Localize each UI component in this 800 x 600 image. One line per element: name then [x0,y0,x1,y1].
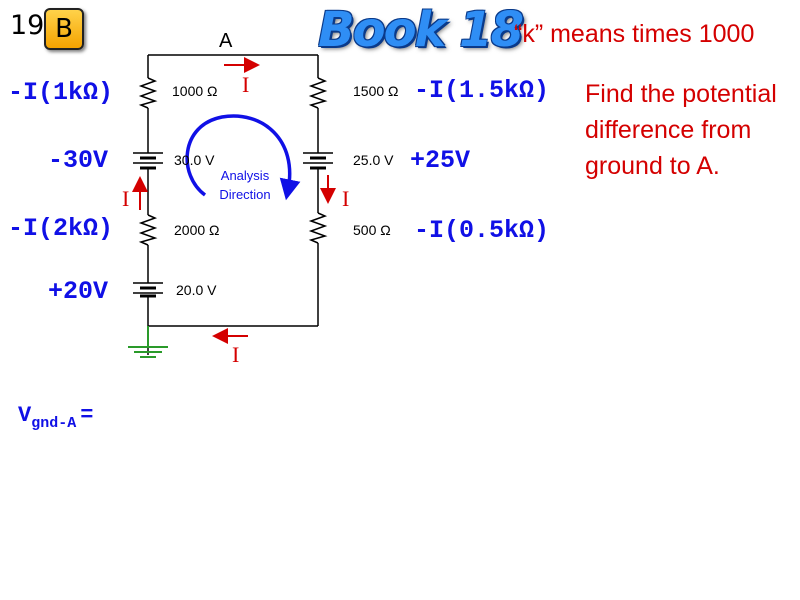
question-text: Find the potential difference from groun… [585,80,777,180]
v-subscript: gnd-A [31,415,77,432]
r2-label: 1500 Ω [353,83,399,99]
term-b1: -30V [48,146,109,175]
v-symbol: V [18,403,32,428]
section-badge: B [44,8,84,50]
k-note: “k” means times 1000 [514,20,755,48]
term-b2: +25V [410,146,471,175]
slide-number: 19 [10,10,45,41]
v-equals: = [80,403,94,428]
ground-icon [128,326,168,358]
resistor-r1 [138,77,158,109]
term-r2: -I(1.5kΩ) [414,76,550,105]
resistor-r3 [138,214,158,246]
battery-b2 [303,152,333,170]
analysis-direction-label: Analysis Direction [219,168,271,202]
term-r4: -I(0.5kΩ) [414,216,550,245]
r4-label: 500 Ω [353,222,391,238]
v-gnd-a-equation: Vgnd-A= [18,403,93,432]
r3-label: 2000 Ω [174,222,220,238]
node-a-label: A [219,30,233,52]
b3-label: 20.0 V [176,282,217,298]
term-r1: -I(1kΩ) [8,78,114,107]
current-label-bottom: I [232,342,240,367]
book-title: Book 18 [318,2,524,58]
b1-label: 30.0 V [174,152,215,168]
current-label-right: I [342,186,350,211]
b2-label: 25.0 V [353,152,394,168]
current-label-left: I [122,186,130,211]
resistor-r4 [308,212,328,244]
resistor-r2 [308,77,328,109]
current-label-top: I [242,72,250,97]
battery-b1 [133,152,163,170]
analysis-direction-arrow [185,114,301,201]
term-r3: -I(2kΩ) [8,214,114,243]
term-b3: +20V [48,277,109,306]
battery-b3 [133,282,163,298]
r1-label: 1000 Ω [172,83,218,99]
